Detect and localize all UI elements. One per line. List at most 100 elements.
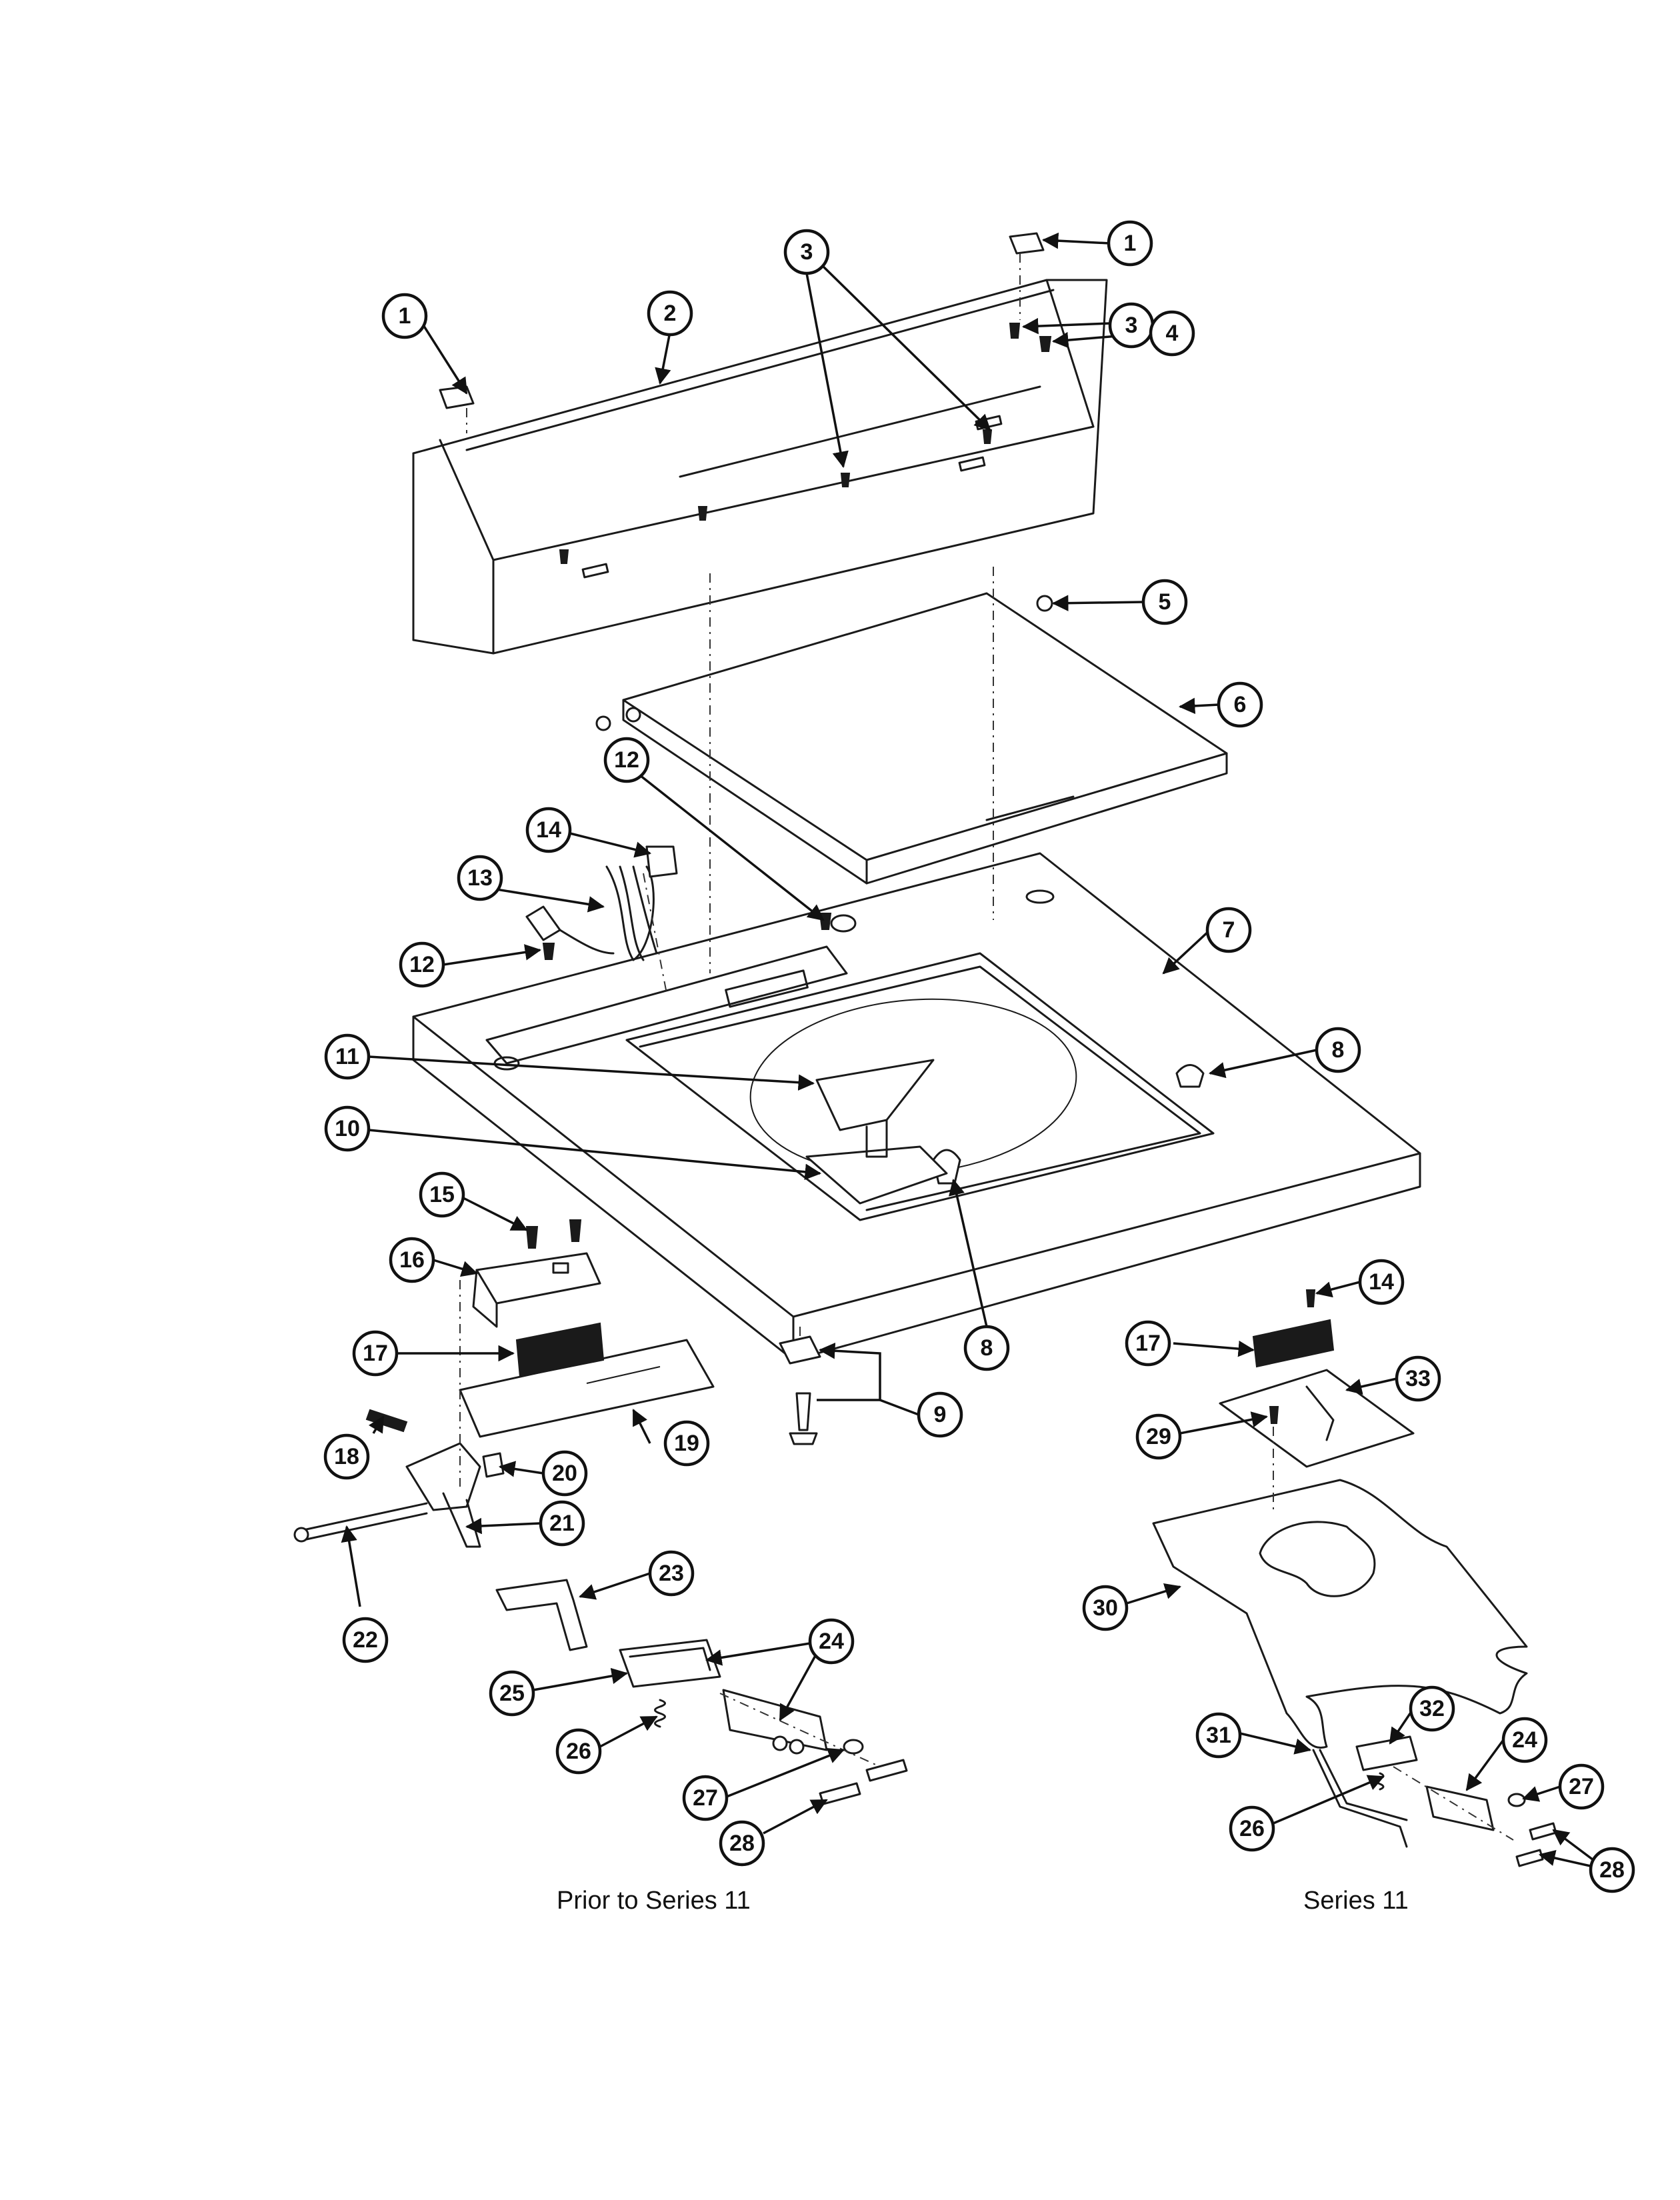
callout-2: 2 [647,290,693,337]
callout-label: 27 [1569,1774,1594,1799]
callout-15: 15 [419,1171,465,1218]
callout-32: 32 [1409,1685,1455,1732]
callout-label: 7 [1223,917,1235,943]
callout-label: 12 [614,747,639,773]
callout-label: 33 [1405,1366,1431,1391]
callout-label: 26 [566,1739,591,1764]
callout-label: 17 [1135,1331,1161,1356]
callout-label: 14 [1369,1269,1394,1295]
control-panel-part [412,279,1108,655]
callout-label: 10 [335,1116,360,1141]
leader-lines [341,232,1595,1868]
callout-label: 21 [549,1511,575,1536]
panel-screws-part [559,323,1052,564]
alignment-lines [459,253,1514,1841]
callout-24-left: 24 [808,1618,855,1665]
switch-actuator-part [805,1059,948,1205]
plug-button-part [1036,595,1053,612]
callout-33: 33 [1395,1355,1441,1402]
callout-13: 13 [457,855,503,901]
callout-label: 24 [819,1629,844,1654]
callout-20: 20 [541,1450,588,1497]
right-switch-assembly [1152,1289,1557,1867]
callout-19: 19 [663,1420,710,1467]
callout-26-right: 26 [1229,1805,1275,1852]
callout-label: 15 [429,1182,455,1207]
callout-14-left: 14 [525,807,572,853]
callout-label: 9 [934,1402,947,1427]
callout-4: 4 [1149,310,1195,357]
callout-label: 17 [363,1341,388,1366]
callout-18: 18 [323,1433,370,1480]
callout-label: 3 [801,239,813,265]
callout-label: 1 [399,303,411,329]
callout-3-right: 3 [1108,302,1155,349]
callout-label: 2 [664,301,677,326]
callout-label: 19 [674,1431,699,1456]
callout-9: 9 [917,1391,963,1438]
callout-23: 23 [648,1550,695,1597]
callout-28-left: 28 [719,1820,765,1867]
callout-24-right: 24 [1501,1717,1548,1763]
callout-label: 16 [399,1247,425,1273]
callout-label: 20 [552,1461,577,1486]
callout-22: 22 [342,1617,389,1663]
callout-label: 32 [1419,1696,1445,1721]
callout-label: 28 [729,1831,755,1856]
callout-28-right: 28 [1589,1847,1635,1893]
callout-14-right: 14 [1358,1259,1405,1305]
callout-label: 30 [1093,1595,1118,1621]
callout-label: 31 [1206,1723,1231,1748]
callout-label: 22 [353,1627,378,1653]
callout-label: 24 [1512,1727,1537,1753]
callout-label: 25 [499,1681,525,1706]
callout-3-top: 3 [783,229,830,275]
callout-5: 5 [1141,579,1188,625]
callout-1-right: 1 [1107,220,1153,267]
callout-label: 6 [1234,692,1247,717]
callout-6: 6 [1217,681,1263,728]
callout-16: 16 [389,1237,435,1283]
callout-12-top: 12 [603,737,650,783]
callout-label: 28 [1599,1857,1625,1883]
clip-nut-part [779,1335,821,1445]
callout-7: 7 [1205,907,1252,953]
callout-21: 21 [539,1500,585,1547]
callout-label: 1 [1124,231,1137,256]
callout-label: 18 [334,1444,359,1469]
caption-prior-series: Prior to Series 11 [557,1887,751,1915]
callout-8-top: 8 [1315,1027,1361,1073]
callout-label: 14 [536,817,561,843]
connector-part [645,845,678,878]
callout-label: 8 [1332,1037,1345,1063]
callout-label: 5 [1159,589,1171,615]
callout-27-right: 27 [1558,1763,1605,1810]
callout-30: 30 [1082,1585,1129,1631]
callout-label: 4 [1166,321,1179,346]
callout-label: 27 [693,1785,718,1811]
callout-label: 29 [1146,1424,1171,1449]
callout-label: 13 [467,865,493,891]
callout-17-right: 17 [1125,1320,1171,1367]
callout-27-left: 27 [682,1775,729,1821]
wire-harness-part [525,865,658,961]
callout-29: 29 [1135,1413,1182,1460]
callout-25: 25 [489,1670,535,1717]
callout-label: 26 [1239,1816,1265,1841]
callout-31: 31 [1195,1712,1242,1759]
callout-11: 11 [324,1033,371,1080]
callout-label: 12 [409,952,435,977]
callout-26-left: 26 [555,1728,602,1775]
callout-label: 11 [335,1044,359,1069]
washer-lid-part [595,592,1228,885]
callout-label: 8 [981,1335,993,1361]
callout-label: 3 [1125,313,1138,338]
callout-17-left: 17 [352,1330,399,1377]
callout-10: 10 [324,1105,371,1152]
callout-label: 23 [659,1561,684,1586]
callout-8-bottom: 8 [963,1325,1010,1371]
cover-screws-part [542,913,832,960]
caption-series-11: Series 11 [1303,1887,1409,1915]
callout-1-left: 1 [381,293,428,339]
